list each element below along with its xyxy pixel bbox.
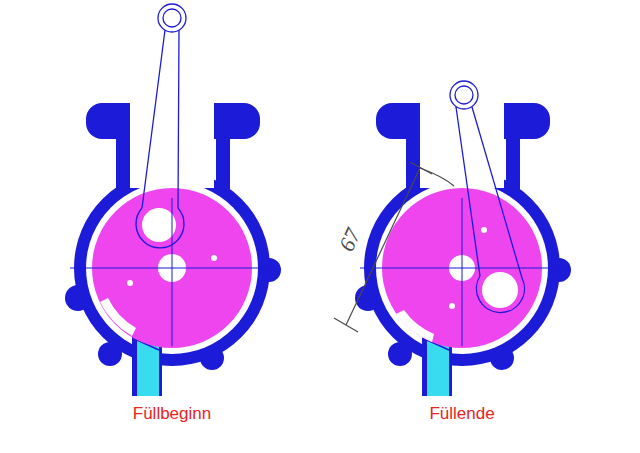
rod-eye: [158, 4, 186, 32]
caption-label: Füllende: [429, 405, 494, 422]
rod-shaft: [142, 30, 179, 208]
rotor-pin: [211, 255, 217, 261]
pump-housing: [355, 103, 571, 396]
center-line: [462, 198, 463, 346]
dimension-line: [334, 162, 454, 332]
rotor-hole: [482, 272, 518, 308]
rod-big-end: [136, 208, 184, 248]
rotor-slot: [100, 298, 136, 336]
caption-label: Füllbeginn: [133, 405, 211, 422]
dimension-tick: [334, 318, 358, 332]
rotor-pin: [449, 303, 455, 309]
rotor-hole: [142, 208, 176, 242]
rod-eye: [455, 86, 473, 104]
dimension-leader: [420, 168, 454, 186]
center-line: [172, 198, 173, 346]
rod-shaft: [456, 107, 522, 278]
rod-eye: [163, 9, 181, 27]
pump-end: [334, 81, 571, 396]
rod-big-end: [476, 276, 524, 313]
rotor-pin: [127, 280, 133, 286]
rotor-pin: [481, 227, 487, 233]
rod-eye: [450, 81, 478, 109]
connecting-rod: [450, 81, 524, 313]
rotor-slot: [396, 310, 434, 342]
connecting-rod: [136, 4, 186, 248]
pump-housing: [65, 103, 281, 396]
pump-start: [65, 4, 281, 396]
dimension-number: 67: [335, 225, 364, 254]
